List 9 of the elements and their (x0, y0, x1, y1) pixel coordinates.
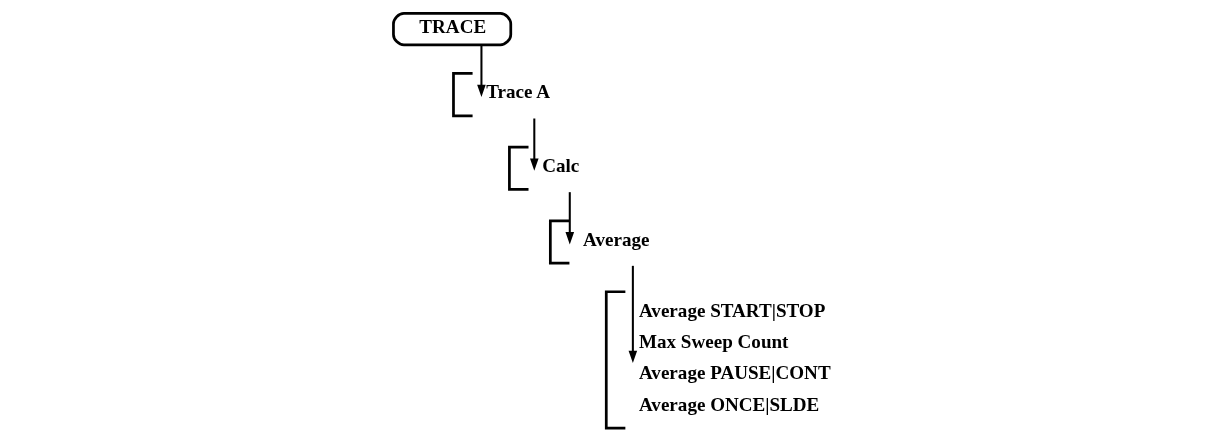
arrow (476, 45, 486, 98)
arrow (529, 118, 539, 171)
arrow (564, 192, 574, 245)
node-text: Calc (541, 154, 579, 176)
arrow (628, 265, 637, 364)
node-text: Trace A (485, 81, 550, 103)
node-text: Average (582, 228, 649, 250)
node-text: Average START|STOP Max Sweep Count Average PAUSE|CONT Average ONCE|SLDE (638, 299, 831, 415)
node-box: TRACE (391, 12, 512, 47)
